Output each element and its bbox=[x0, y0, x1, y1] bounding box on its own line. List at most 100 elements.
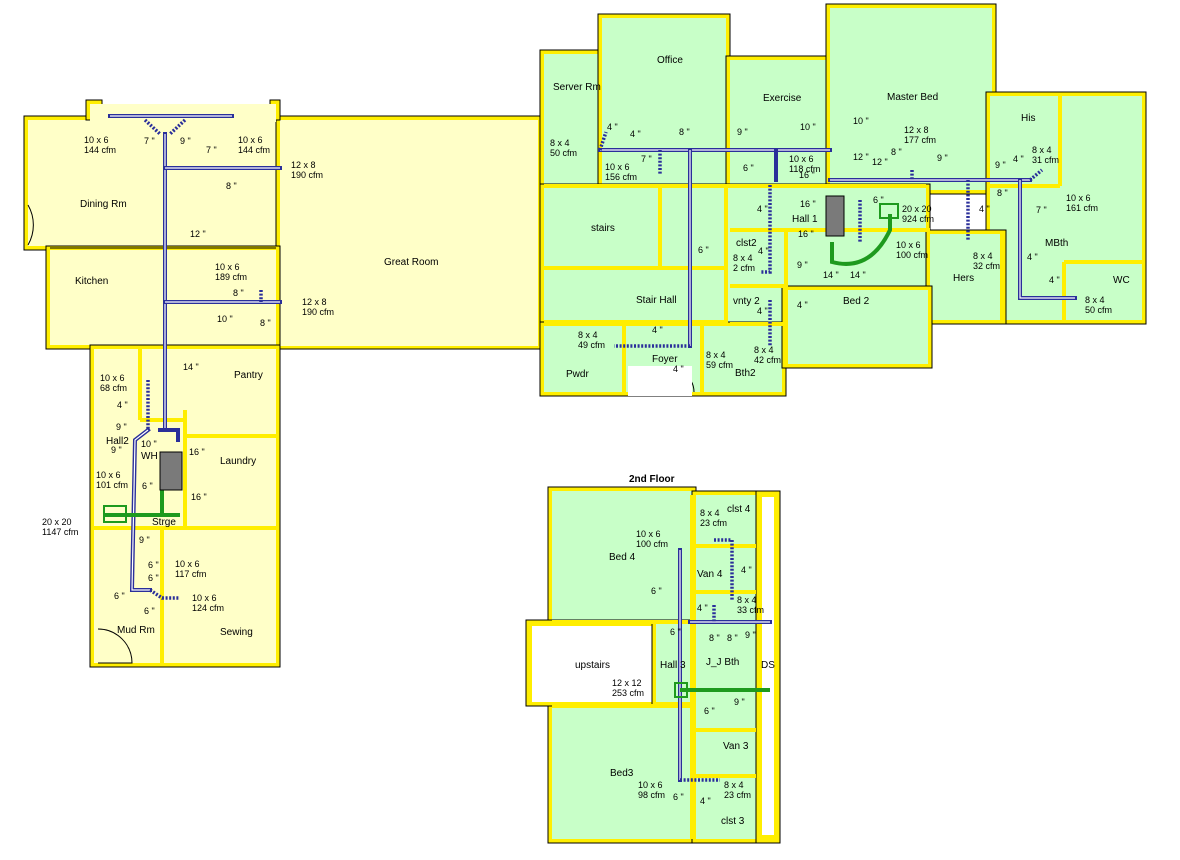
room-label-server: Server Rm bbox=[553, 82, 601, 93]
room-label-his: His bbox=[1021, 113, 1035, 124]
room-label-ds: DS bbox=[761, 660, 775, 671]
duct-size-label: 9 " bbox=[937, 153, 948, 163]
duct-size-label: 8 " bbox=[997, 188, 1008, 198]
room-label-foyer: Foyer bbox=[652, 354, 678, 365]
room-label-laundry: Laundry bbox=[220, 456, 256, 467]
duct-size-label: 4 " bbox=[1049, 275, 1060, 285]
room-label-office: Office bbox=[657, 55, 683, 66]
duct-size-label: 7 " bbox=[641, 154, 652, 164]
duct-size-label: 4 " bbox=[1027, 252, 1038, 262]
return-ducts bbox=[103, 203, 899, 698]
duct-size-label: 9 " bbox=[745, 630, 756, 640]
duct-size-label: 4 " bbox=[117, 400, 128, 410]
room-label-clst4: clst 4 bbox=[727, 504, 751, 515]
duct-size-label: 8 " bbox=[226, 181, 237, 191]
duct-size-label: 7 " bbox=[1036, 205, 1047, 215]
room-label-clst2: clst2 bbox=[736, 238, 757, 249]
room-label-kitchen: Kitchen bbox=[75, 276, 108, 287]
duct-size-label: 10 " bbox=[853, 116, 869, 126]
room-label-hall2: Hall2 bbox=[106, 436, 129, 447]
duct-size-label: 8 " bbox=[260, 318, 271, 328]
duct-size-label: 4 " bbox=[979, 204, 990, 214]
duct-size-label: 6 " bbox=[743, 163, 754, 173]
duct-size-label: 10 " bbox=[217, 314, 233, 324]
room-label-bed3: Bed3 bbox=[610, 768, 634, 779]
duct-size-label: 4 " bbox=[1013, 154, 1024, 164]
duct-size-label: 4 " bbox=[758, 246, 769, 256]
duct-size-label: 4 " bbox=[757, 204, 768, 214]
room-label-strge: Strge bbox=[152, 517, 176, 528]
duct-size-label: 16 " bbox=[798, 229, 814, 239]
room-label-master: Master Bed bbox=[887, 92, 938, 103]
room-label-great: Great Room bbox=[384, 257, 438, 268]
duct-size-label: 6 " bbox=[148, 573, 159, 583]
supply-ducts bbox=[108, 114, 1077, 782]
duct-size-label: 12 " bbox=[190, 229, 206, 239]
duct-size-label: 9 " bbox=[116, 422, 127, 432]
duct-size-label: 8 " bbox=[709, 633, 720, 643]
duct-size-labels: 7 " 9 " 7 " 8 " 12 " 8 " 10 " 8 " 14 " 4… bbox=[111, 116, 1060, 806]
duct-size-label: 4 " bbox=[700, 796, 711, 806]
room-label-wc: WC bbox=[1113, 275, 1130, 286]
duct-size-label: 4 " bbox=[757, 306, 768, 316]
duct-size-label: 4 " bbox=[797, 300, 808, 310]
room-label-mud: Mud Rm bbox=[117, 625, 155, 636]
duct-size-label: 4 " bbox=[630, 129, 641, 139]
room-label-exercise: Exercise bbox=[763, 93, 802, 104]
duct-size-label: 6 " bbox=[673, 792, 684, 802]
room-label-dining: Dining Rm bbox=[80, 199, 127, 210]
room-label-hall3: Hall 3 bbox=[660, 660, 686, 671]
duct-size-label: 6 " bbox=[144, 606, 155, 616]
room-label-pwdr: Pwdr bbox=[566, 369, 589, 380]
room-label-bed4: Bed 4 bbox=[609, 552, 636, 563]
room-label-wh: WH bbox=[141, 451, 158, 462]
duct-size-label: 10 " bbox=[800, 122, 816, 132]
duct-size-label: 6 " bbox=[148, 560, 159, 570]
duct-size-label: 6 " bbox=[670, 627, 681, 637]
duct-size-label: 8 " bbox=[679, 127, 690, 137]
duct-size-label: 9 " bbox=[797, 260, 808, 270]
duct-size-label: 8 " bbox=[727, 633, 738, 643]
room-label-mbth: MBth bbox=[1045, 238, 1068, 249]
room-label-jjbth: J_J Bth bbox=[706, 657, 739, 668]
room-label-vnty2: vnty 2 bbox=[733, 296, 760, 307]
duct-size-label: 9 " bbox=[111, 445, 122, 455]
duct-size-label: 9 " bbox=[180, 136, 191, 146]
duct-size-label: 16 " bbox=[800, 199, 816, 209]
room-label-hall1: Hall 1 bbox=[792, 214, 818, 225]
furnaces bbox=[159, 195, 845, 491]
duct-size-label: 6 " bbox=[873, 195, 884, 205]
room-labels: Dining Rm Great Room Kitchen Pantry Hall… bbox=[75, 55, 1130, 827]
room-label-pantry: Pantry bbox=[234, 370, 263, 381]
duct-size-label: 16 " bbox=[799, 170, 815, 180]
duct-size-label: 7 " bbox=[206, 145, 217, 155]
room-label-bth2: Bth2 bbox=[735, 368, 756, 379]
page-title: 2nd Floor bbox=[629, 474, 675, 485]
